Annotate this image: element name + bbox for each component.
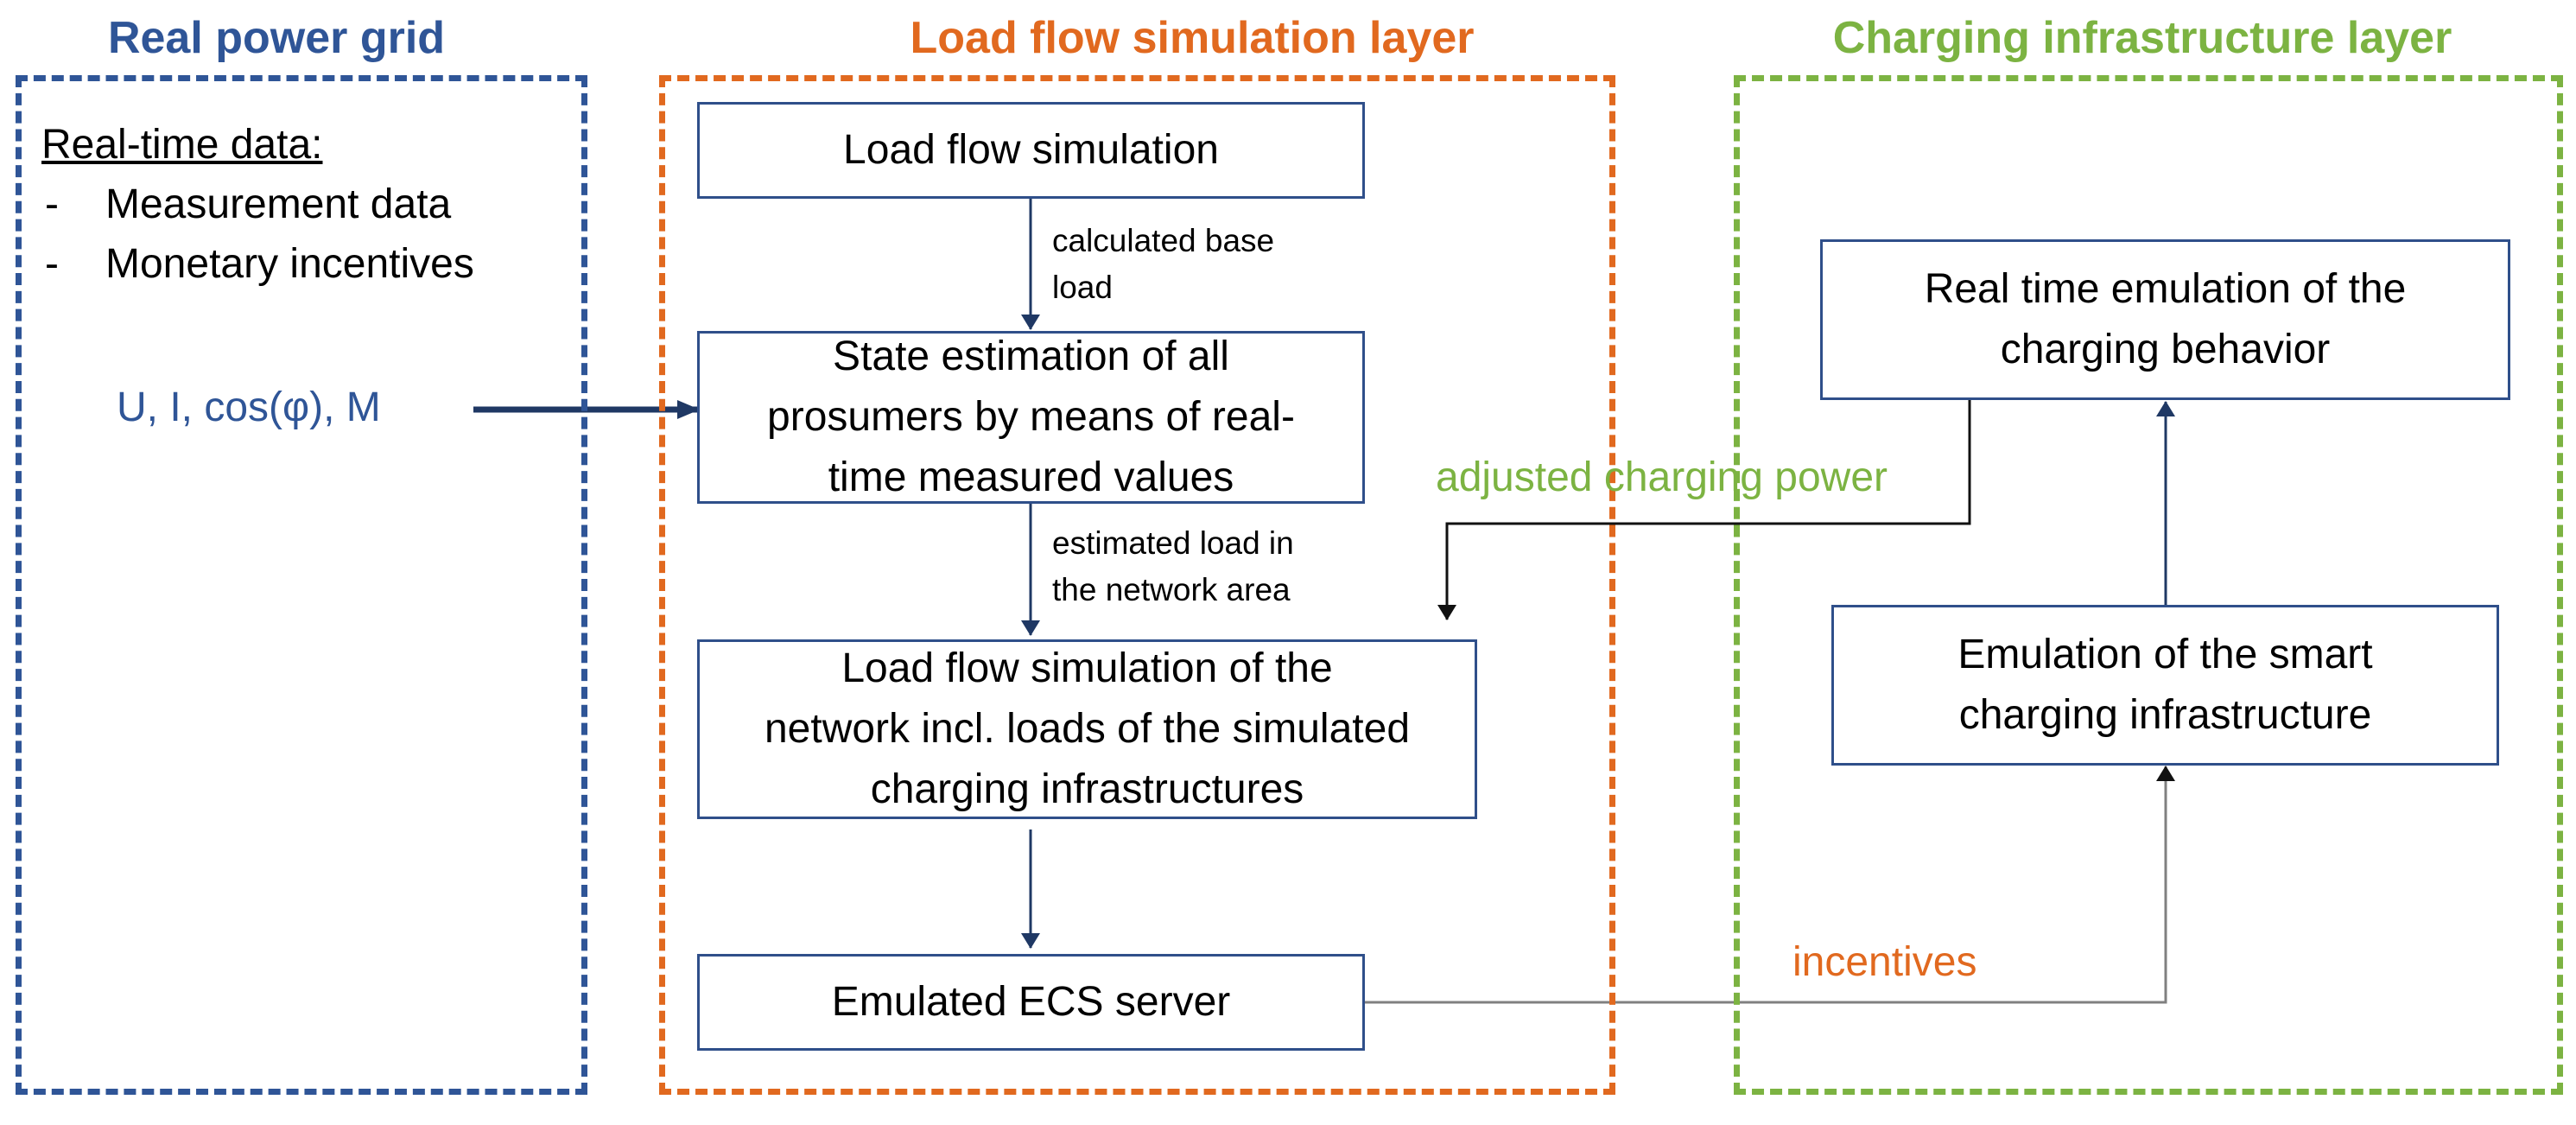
layer-frame-charging [1734, 75, 2563, 1095]
arrow-adjusted-charging-power [1437, 400, 1971, 620]
bullet-monetary-incentives: Monetary incentives [105, 241, 474, 287]
box-text-line: State estimation of all [833, 334, 1229, 379]
box-text-line: Real time emulation of the [1924, 266, 2407, 312]
box-text-line: Load flow simulation [843, 127, 1219, 173]
layer-title-grid: Real power grid [107, 13, 446, 63]
label-calculated-base-load: calculated base load [1052, 218, 1274, 311]
label-adjusted-charging-power: adjusted charging power [1436, 454, 1888, 500]
layer-title-simulation: Load flow simulation layer [910, 13, 1475, 63]
signals-label: U, I, cos(φ), M [117, 385, 381, 430]
bullet-dash: - [45, 181, 59, 227]
box-text-line: charging behavior [2000, 327, 2331, 372]
box-emulated-ecs-server: Emulated ECS server [697, 954, 1365, 1051]
label-estimated-load: estimated load in the network area [1052, 520, 1294, 613]
box-text-line: Emulated ECS server [831, 979, 1231, 1025]
box-text-line: time measured values [828, 454, 1234, 500]
label-incentives: incentives [1792, 939, 1977, 985]
bullet-dash: - [45, 241, 59, 287]
box-text-line: Load flow simulation of the [841, 645, 1333, 691]
box-text-line: network incl. loads of the simulated [764, 706, 1411, 752]
box-text-line: charging infrastructures [870, 766, 1304, 812]
label-line: the network area [1052, 572, 1291, 607]
layer-frame-simulation [659, 75, 1615, 1095]
label-line: calculated base [1052, 223, 1275, 258]
bullet-measurement-data: Measurement data [105, 181, 452, 227]
label-line: load [1052, 270, 1113, 305]
box-text-line: prosumers by means of real- [767, 394, 1295, 440]
label-line: estimated load in [1052, 525, 1294, 561]
box-smart-charging-emulation: Emulation of the smart charging infrastr… [1831, 605, 2499, 766]
layer-title-charging: Charging infrastructure layer [1832, 13, 2452, 63]
realtime-data-heading: Real-time data: [41, 122, 323, 168]
layer-frame-grid [16, 75, 587, 1095]
box-text-line: Emulation of the smart [1957, 632, 2373, 677]
box-load-flow-simulation: Load flow simulation [697, 102, 1365, 199]
box-realtime-emulation: Real time emulation of the charging beha… [1820, 239, 2510, 400]
box-network-load-flow-simulation: Load flow simulation of the network incl… [697, 639, 1477, 819]
arrow-incentives [1363, 766, 2175, 1004]
box-state-estimation: State estimation of all prosumers by mea… [697, 331, 1365, 504]
box-text-line: charging infrastructure [1958, 692, 2372, 738]
